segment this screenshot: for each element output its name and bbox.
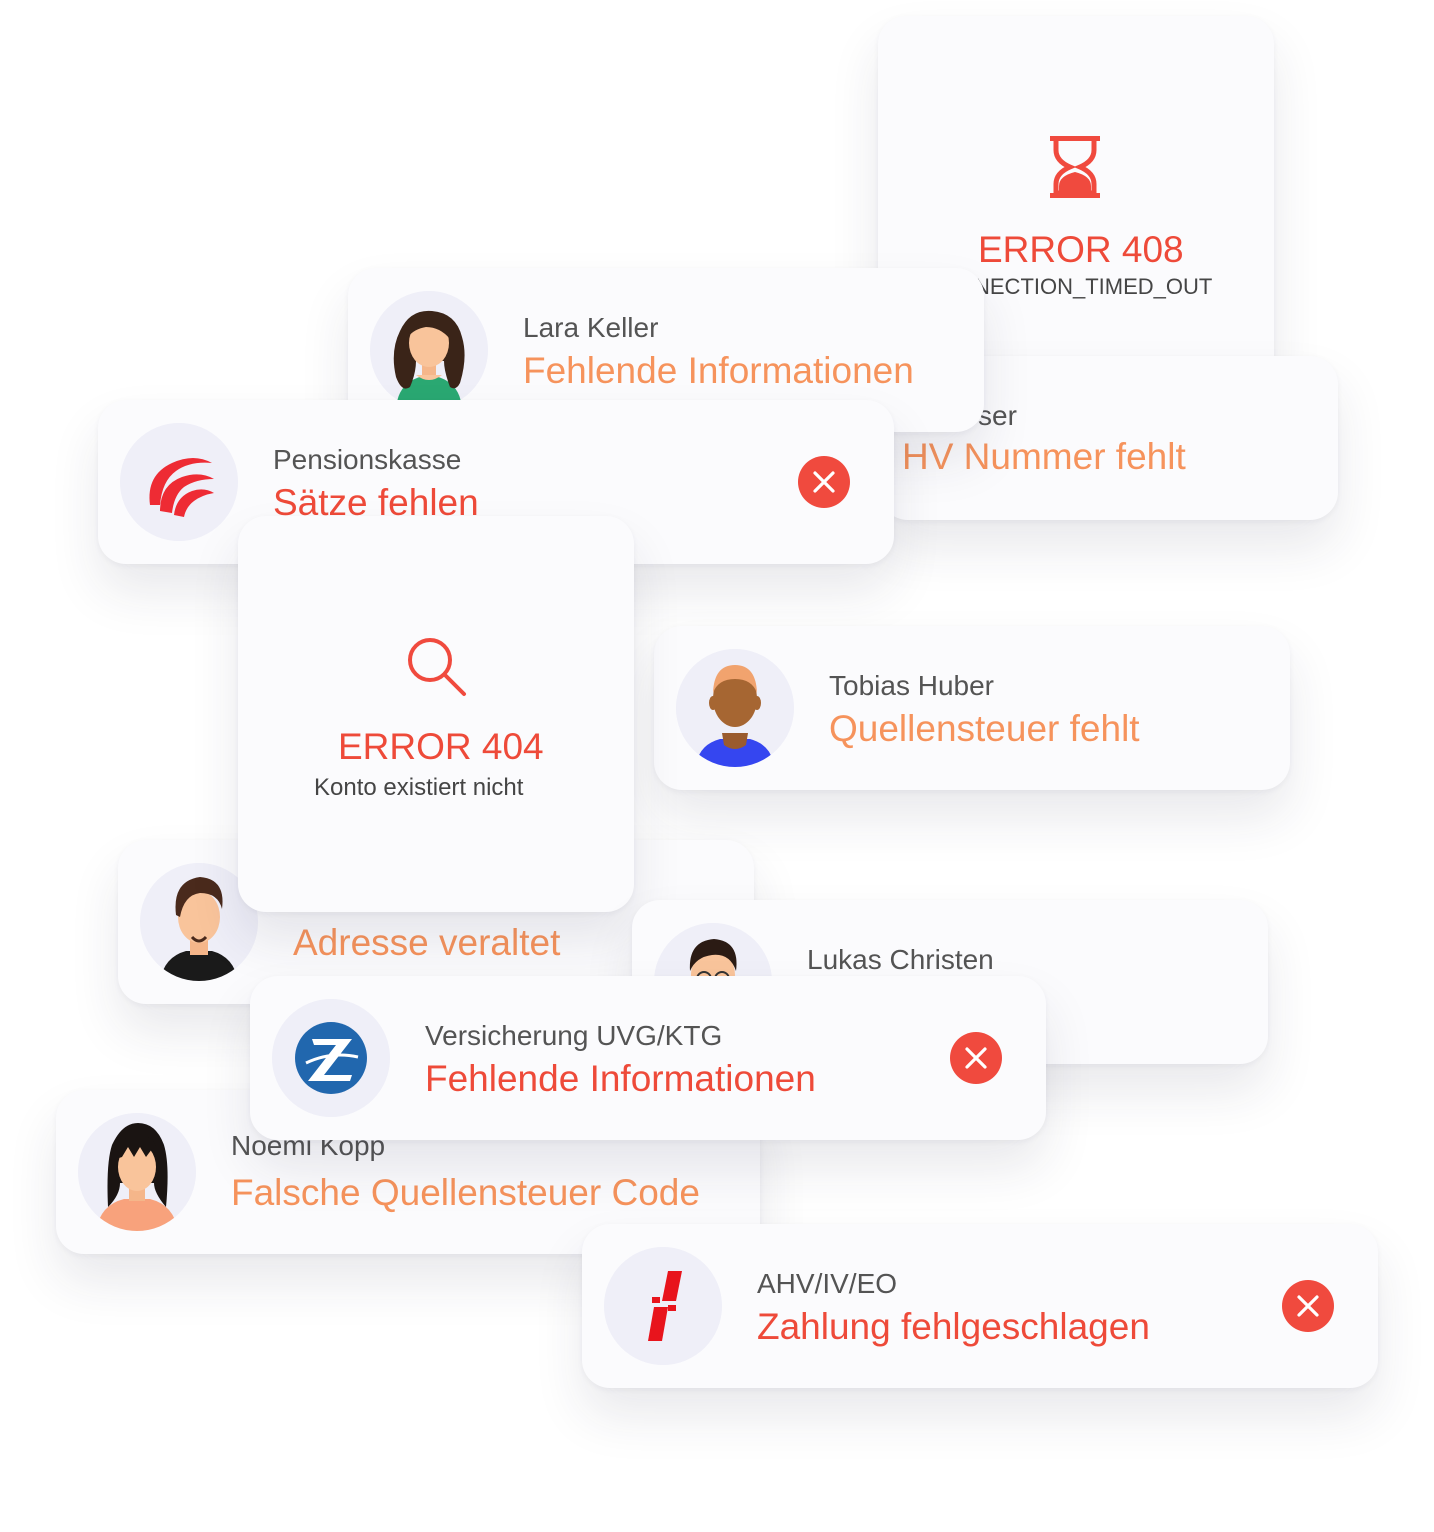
error-404-card: ERROR 404 Konto existiert nicht xyxy=(238,516,634,912)
noemi-kopp-issue: Falsche Quellensteuer Code xyxy=(231,1172,700,1213)
pensionskasse-name: Pensionskasse xyxy=(273,444,462,475)
close-button[interactable] xyxy=(1282,1280,1334,1332)
error-404-code: ERROR 404 xyxy=(338,726,544,767)
error-408-message: NECTION_TIMED_OUT xyxy=(974,274,1213,299)
ahv-iv-eo-card[interactable]: AHV/IV/EO Zahlung fehlgeschlagen xyxy=(582,1224,1378,1388)
lara-keller-name: Lara Keller xyxy=(523,312,659,343)
close-button[interactable] xyxy=(798,456,850,508)
ahv-logo xyxy=(604,1247,722,1365)
lara-keller-issue: Fehlende Informationen xyxy=(523,350,914,391)
versicherung-card[interactable]: Versicherung UVG/KTG Fehlende Informatio… xyxy=(250,976,1046,1140)
versicherung-issue: Fehlende Informationen xyxy=(425,1058,816,1099)
close-icon xyxy=(1297,1295,1319,1317)
close-icon xyxy=(813,471,835,493)
avatar xyxy=(78,1113,196,1231)
ahv-iv-eo-name: AHV/IV/EO xyxy=(757,1268,898,1299)
error-404-message: Konto existiert nicht xyxy=(314,774,524,801)
search-icon xyxy=(404,634,468,698)
tobias-huber-card[interactable]: Tobias Huber Quellensteuer fehlt xyxy=(654,626,1290,790)
close-button[interactable] xyxy=(950,1032,1002,1084)
zurich-logo xyxy=(272,999,390,1117)
adresse-issue: Adresse veraltet xyxy=(293,922,561,963)
ahv-user-name: ser xyxy=(978,400,1017,431)
avatar xyxy=(370,291,488,409)
tobias-huber-name: Tobias Huber xyxy=(829,670,994,701)
versicherung-name: Versicherung UVG/KTG xyxy=(425,1020,723,1051)
tobias-huber-issue: Quellensteuer fehlt xyxy=(829,708,1140,749)
ahv-user-issue: HV Nummer fehlt xyxy=(902,436,1186,477)
error-408-code: ERROR 408 xyxy=(978,229,1184,270)
close-icon xyxy=(965,1047,987,1069)
avatar xyxy=(676,649,794,767)
lukas-christen-name: Lukas Christen xyxy=(807,944,994,975)
ahv-iv-eo-issue: Zahlung fehlgeschlagen xyxy=(757,1306,1150,1347)
avatar xyxy=(140,863,258,981)
hourglass-icon xyxy=(1048,134,1102,200)
pensionskasse-logo xyxy=(120,423,238,541)
